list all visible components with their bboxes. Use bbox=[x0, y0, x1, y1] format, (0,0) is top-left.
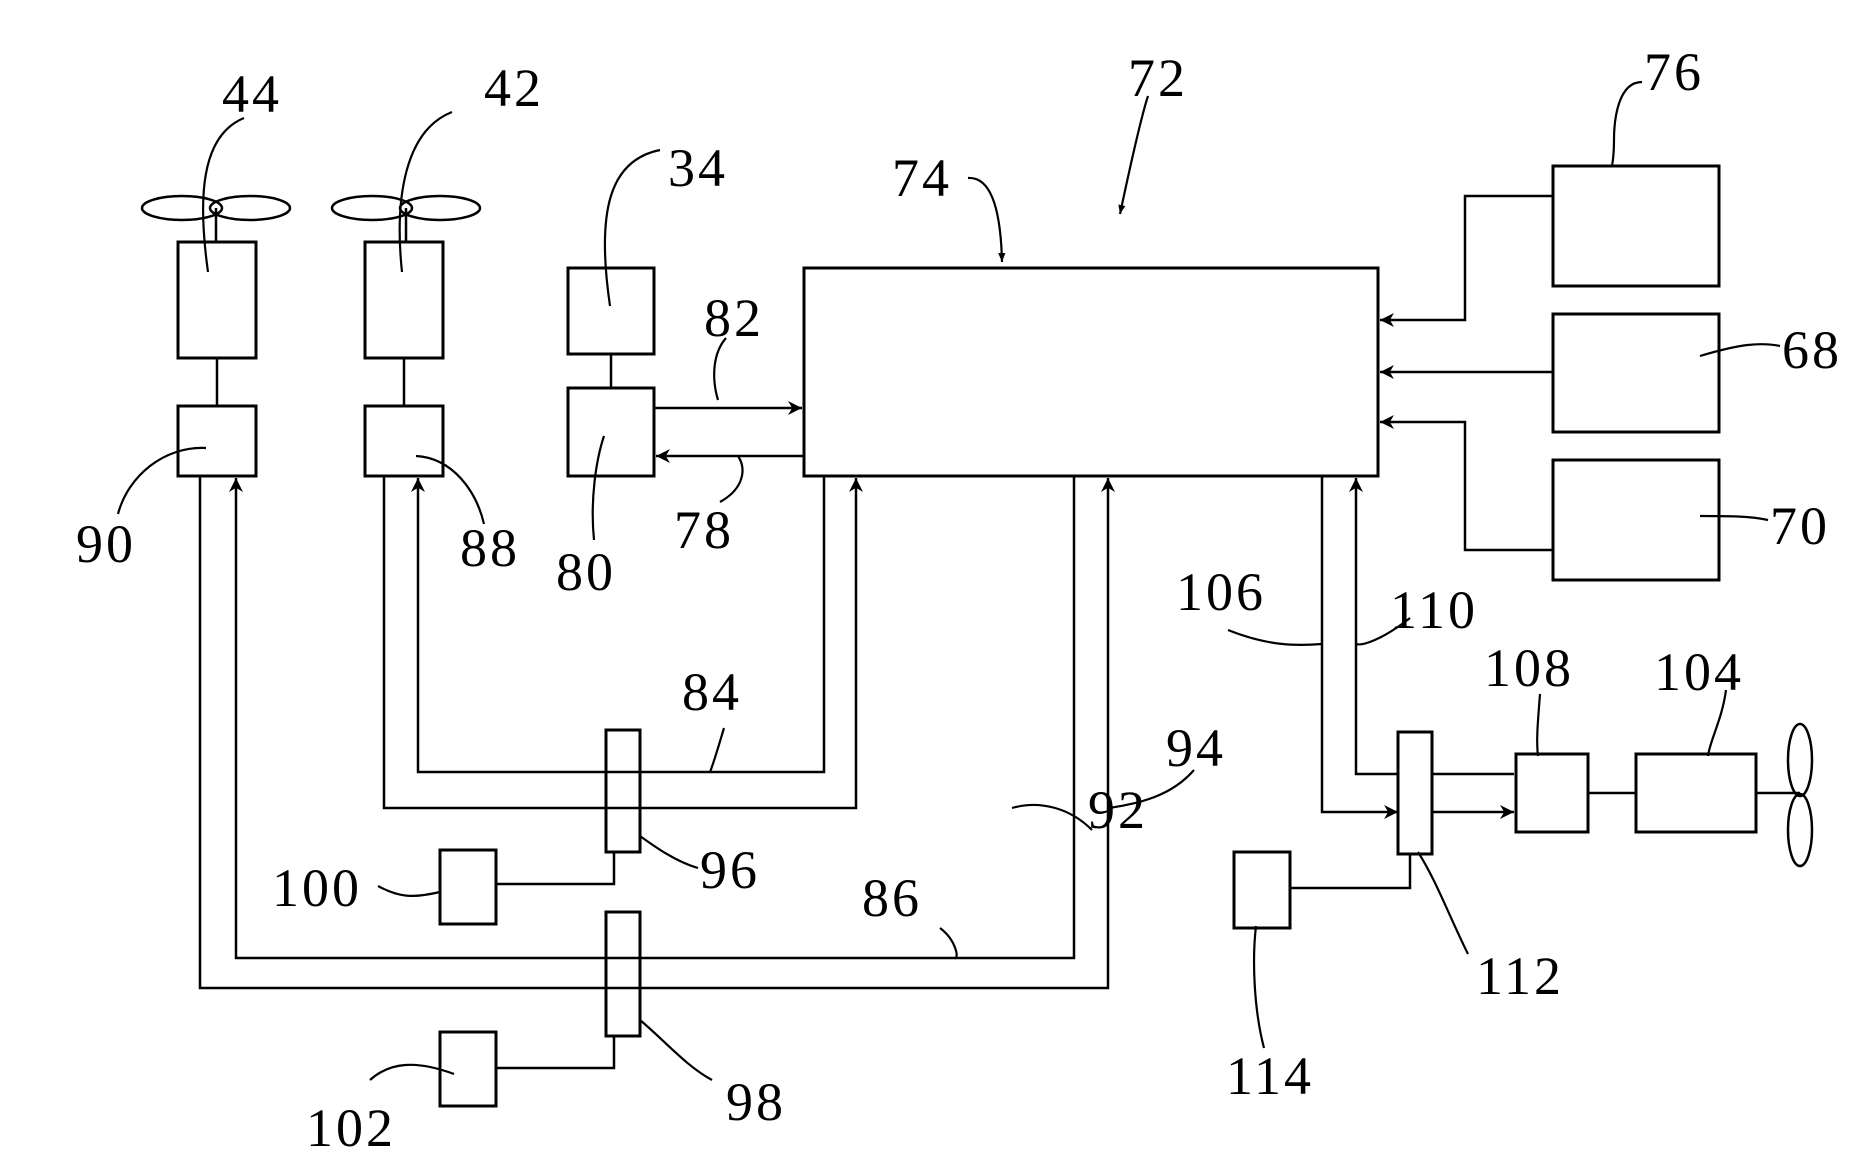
leader-106 bbox=[1228, 630, 1322, 645]
leader-96 bbox=[640, 836, 698, 868]
leader-76 bbox=[1612, 82, 1642, 166]
label-92: 92 bbox=[1088, 780, 1148, 840]
label-102: 102 bbox=[306, 1098, 396, 1158]
leader-98 bbox=[640, 1020, 712, 1080]
box-102-block bbox=[440, 1032, 496, 1106]
label-94: 94 bbox=[1166, 718, 1226, 778]
input-block-70 bbox=[1553, 460, 1719, 580]
label-86: 86 bbox=[862, 868, 922, 928]
label-90: 90 bbox=[76, 514, 136, 574]
leader-84 bbox=[710, 728, 724, 772]
label-96: 96 bbox=[700, 840, 760, 900]
label-84: 84 bbox=[682, 662, 742, 722]
input-block-68 bbox=[1553, 314, 1719, 432]
component-34-block bbox=[568, 268, 654, 354]
label-106: 106 bbox=[1176, 562, 1266, 622]
driver-88-block bbox=[365, 406, 443, 476]
switch-96-block bbox=[606, 730, 640, 852]
switch-112-block bbox=[1398, 732, 1432, 854]
label-74: 74 bbox=[892, 148, 952, 208]
label-70: 70 bbox=[1770, 496, 1830, 556]
motor-104-block bbox=[1636, 754, 1756, 832]
label-108: 108 bbox=[1484, 638, 1574, 698]
link-102-98 bbox=[496, 1036, 614, 1068]
label-100: 100 bbox=[272, 858, 362, 918]
label-78: 78 bbox=[674, 500, 734, 560]
label-112: 112 bbox=[1476, 946, 1564, 1006]
link-100-96 bbox=[496, 852, 614, 884]
leader-92 bbox=[1012, 805, 1092, 830]
label-42: 42 bbox=[484, 58, 544, 118]
label-110: 110 bbox=[1390, 580, 1478, 640]
controller-block bbox=[804, 268, 1378, 476]
connector-76-to-controller bbox=[1380, 196, 1553, 320]
box-100-block bbox=[440, 850, 496, 924]
motor-42-block bbox=[365, 242, 443, 358]
leader-86 bbox=[940, 928, 957, 958]
switch-98-block bbox=[606, 912, 640, 1036]
label-72: 72 bbox=[1128, 48, 1188, 108]
label-68: 68 bbox=[1782, 320, 1842, 380]
label-80: 80 bbox=[556, 542, 616, 602]
connector-70-to-controller bbox=[1380, 422, 1553, 550]
motor-44-block bbox=[178, 242, 256, 358]
label-76: 76 bbox=[1644, 42, 1704, 102]
box-114-block bbox=[1234, 852, 1290, 928]
leader-114 bbox=[1254, 926, 1264, 1048]
label-82: 82 bbox=[704, 288, 764, 348]
label-104: 104 bbox=[1654, 642, 1744, 702]
driver-90-block bbox=[178, 406, 256, 476]
leader-78 bbox=[720, 456, 742, 502]
driver-108-block bbox=[1516, 754, 1588, 832]
label-114: 114 bbox=[1226, 1046, 1314, 1106]
link-114-112 bbox=[1290, 854, 1410, 888]
input-block-76 bbox=[1553, 166, 1719, 286]
label-98: 98 bbox=[726, 1072, 786, 1132]
label-88: 88 bbox=[460, 518, 520, 578]
label-34: 34 bbox=[668, 138, 728, 198]
leader-74 bbox=[968, 178, 1002, 262]
component-80-block bbox=[568, 388, 654, 476]
leader-72 bbox=[1120, 96, 1148, 214]
leader-108 bbox=[1537, 694, 1540, 756]
label-44: 44 bbox=[222, 64, 282, 124]
leader-112 bbox=[1418, 852, 1468, 954]
leader-100 bbox=[378, 886, 440, 896]
fan-blade-bottom bbox=[1788, 794, 1812, 866]
fan-blade-top bbox=[1788, 724, 1812, 796]
